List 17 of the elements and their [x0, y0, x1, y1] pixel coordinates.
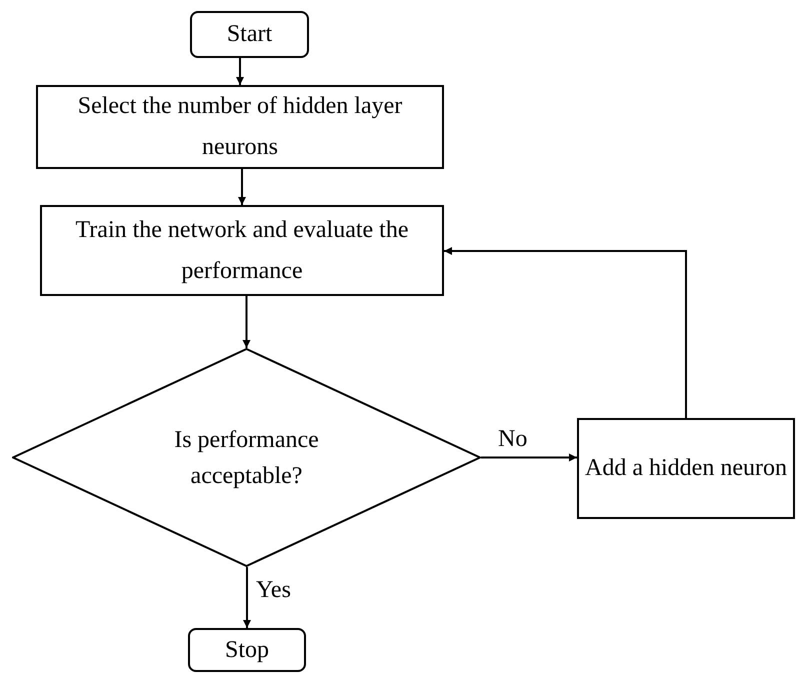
process-box — [577, 418, 795, 519]
arrow — [243, 567, 251, 628]
terminal-box — [188, 628, 306, 672]
node-text: Train the network and evaluate the performance — [74, 216, 410, 286]
process-box — [36, 85, 444, 169]
arrow — [444, 247, 687, 418]
arrow — [236, 58, 244, 85]
process-box — [40, 205, 444, 296]
node-text: Start — [226, 20, 272, 49]
node-text: Select the number of hidden layer neurons — [76, 92, 404, 162]
node-text: Stop — [224, 636, 269, 664]
node-text: Add a hidden neuron — [585, 454, 787, 483]
terminal-box — [190, 11, 309, 58]
arrow — [238, 169, 246, 205]
arrow — [481, 454, 577, 462]
arrow — [242, 296, 250, 348]
decision-text: Is performance acceptable? — [173, 426, 320, 490]
